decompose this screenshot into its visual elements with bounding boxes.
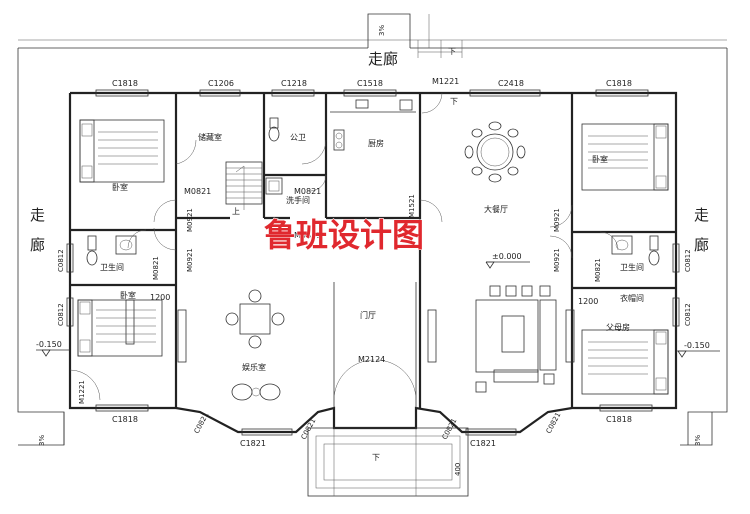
corridor-top-label: 走廊	[368, 50, 398, 68]
corridor-left-label-1: 走	[30, 206, 45, 224]
window-code-bottom-3: C1821	[470, 439, 496, 448]
window-code-side-3: C0812	[684, 249, 692, 272]
window-code-side-2: C0812	[57, 303, 65, 326]
bathroom-fixtures	[86, 117, 660, 266]
dim-west-1200: 1200	[150, 293, 170, 302]
room-label-foyer: 门厅	[360, 310, 376, 320]
bed-sw	[77, 299, 163, 357]
round-dining-table	[464, 121, 526, 183]
watermark: 鲁班设计图	[264, 216, 424, 254]
door-code-top-center: M1221	[432, 77, 459, 86]
staircase	[225, 161, 283, 210]
room-label-washroom: 洗手间	[286, 195, 310, 205]
door-code-stair-w: M0821	[184, 187, 211, 196]
corridor-right-label-2: 廊	[694, 236, 709, 254]
dim-400: 400	[454, 463, 462, 476]
window-code-bay-3: C0821	[441, 417, 459, 441]
door-code-corner-sw: M1221	[78, 380, 86, 404]
stair-down-door: 下	[450, 97, 458, 106]
level-west: -0.150	[36, 340, 62, 349]
door-code-below-wash: M0821	[294, 231, 321, 240]
corridor-left-label-2: 廊	[30, 236, 45, 254]
room-label-public-wc: 公卫	[290, 133, 306, 142]
window-code-bay-1: C0821	[193, 411, 211, 435]
game-table	[225, 289, 285, 401]
veranda-outline	[17, 13, 728, 446]
room-label-dining-hall: 大餐厅	[484, 204, 508, 214]
room-label-storage: 储藏室	[198, 132, 222, 142]
window-code-bay-4: C0821	[545, 411, 563, 435]
window-code-top-1: C1818	[112, 79, 138, 88]
level-east: -0.150	[684, 341, 710, 350]
room-label-bath-w: 卫生间	[100, 262, 124, 272]
window-code-top-4: C1518	[357, 79, 383, 88]
door-code-left-b: M0921	[186, 248, 194, 272]
window-code-top-6: C1818	[606, 79, 632, 88]
kitchen-fixtures	[330, 99, 416, 151]
slope-se: 3%	[694, 435, 702, 446]
door-code-stair-e: M0821	[294, 187, 321, 196]
stair-down-top: 下	[448, 47, 456, 56]
door-swings	[69, 92, 619, 401]
door-code-right-b: M0921	[553, 248, 561, 272]
bed-se	[581, 329, 669, 395]
slope-sw: 3%	[38, 435, 46, 446]
room-label-kitchen: 厨房	[368, 138, 384, 148]
front-steps	[307, 427, 469, 497]
corridor-right-label-1: 走	[694, 206, 709, 224]
door-code-kitchen: M1521	[408, 194, 416, 218]
room-label-parents: 父母房	[606, 322, 630, 332]
window-code-side-1: C0812	[57, 249, 65, 272]
stair-up-mark: 上	[232, 207, 240, 216]
room-label-cloakroom: 衣帽间	[620, 293, 644, 303]
stair-down-front: 下	[372, 453, 380, 462]
window-openings	[66, 89, 680, 436]
bed-ne	[581, 123, 669, 191]
door-code-right-a: M0921	[553, 208, 561, 232]
window-code-bottom-1: C1818	[112, 415, 138, 424]
door-code-bath-e: M0821	[594, 258, 602, 282]
window-code-bottom-2: C1821	[240, 439, 266, 448]
room-label-bedroom-sw: 卧室	[120, 290, 136, 300]
door-code-main: M2124	[358, 355, 385, 364]
level-markers	[36, 261, 720, 358]
dim-east-1200: 1200	[578, 297, 598, 306]
window-code-top-2: C1206	[208, 79, 234, 88]
room-label-recreation: 娱乐室	[242, 362, 266, 372]
window-code-bottom-4: C1818	[606, 415, 632, 424]
living-room-set	[475, 285, 557, 393]
window-code-top-3: C1218	[281, 79, 307, 88]
room-label-bedroom-ne: 卧室	[592, 154, 608, 164]
window-code-bay-2: C0821	[300, 417, 318, 441]
door-code-left-a: M0921	[186, 208, 194, 232]
slope-top: 3%	[378, 25, 386, 36]
room-label-bedroom-nw: 卧室	[112, 182, 128, 192]
room-label-bath-e: 卫生间	[620, 262, 644, 272]
door-code-bath-w: M0821	[152, 256, 160, 280]
bed-nw	[79, 119, 165, 183]
window-code-side-4: C0812	[684, 303, 692, 326]
level-main: ±0.000	[492, 252, 522, 261]
window-code-top-5: C2418	[498, 79, 524, 88]
